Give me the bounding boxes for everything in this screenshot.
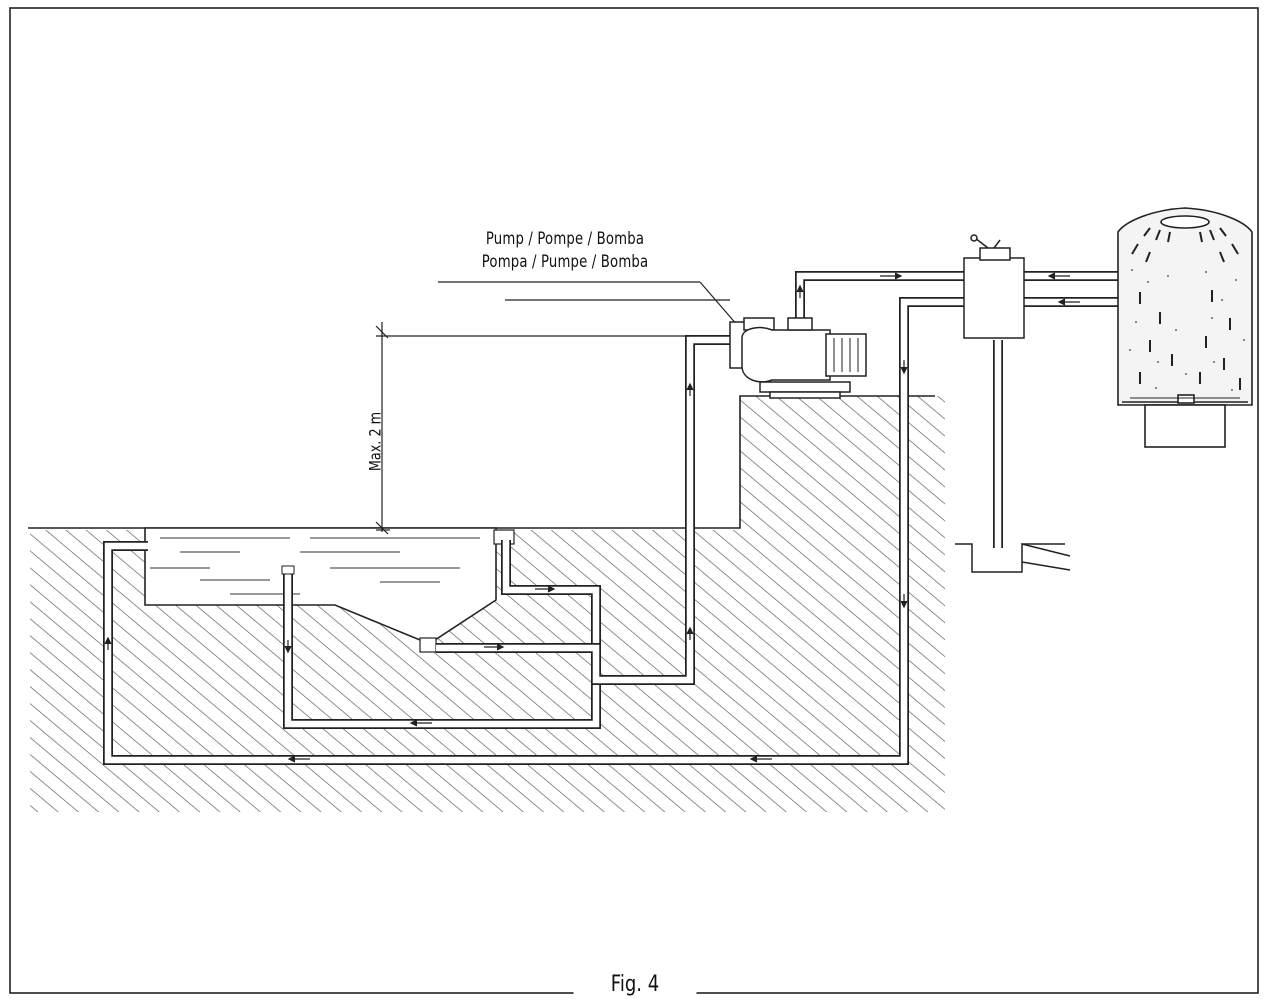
multiport-valve: [963, 234, 1025, 339]
figure-caption: Fig. 4: [573, 972, 697, 997]
pool-inlet-pipe: [281, 565, 295, 575]
waste-drain: [955, 543, 1071, 573]
pump: [729, 317, 867, 399]
flow-arrows: [104, 272, 1169, 763]
pump-label-line2: Pompa / Pumpe / Bomba: [481, 252, 649, 272]
figure-frame: [9, 7, 1259, 994]
max-height-label: Max. 2 m: [365, 411, 385, 472]
pool-basin: [144, 527, 515, 653]
pump-label-line1: Pump / Pompe / Bomba: [485, 229, 645, 249]
sand-filter: [1117, 207, 1253, 448]
height-dimension: [375, 322, 690, 535]
pump-leader: [438, 281, 739, 327]
